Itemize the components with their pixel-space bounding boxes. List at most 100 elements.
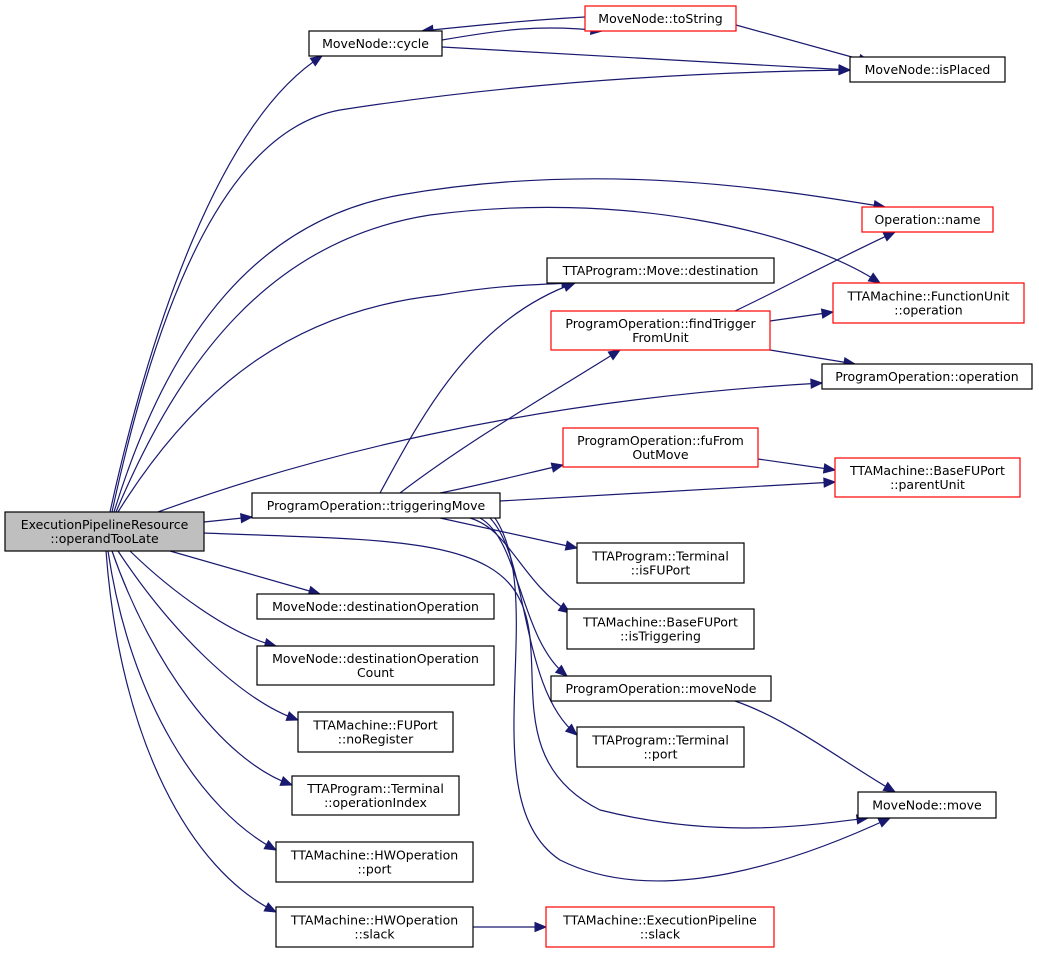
- node-label: MoveNode::move: [872, 798, 982, 813]
- node-box: [308, 30, 443, 57]
- nodes-layer: ExecutionPipelineResource::operandTooLat…: [4, 5, 1033, 948]
- edge-line: [129, 550, 277, 647]
- edge-n11-to-n9: [439, 462, 565, 494]
- graph-node-n11[interactable]: ProgramOperation::triggeringMove: [251, 492, 501, 519]
- arrow-head-icon: [550, 462, 565, 473]
- graph-node-n10[interactable]: TTAMachine::BaseFUPort::parentUnit: [834, 457, 1021, 498]
- node-box: [256, 645, 495, 686]
- edge-line: [111, 550, 293, 786]
- edges-layer: [105, 16, 897, 933]
- node-box: [834, 457, 1021, 498]
- node-box: [576, 542, 745, 584]
- arrow-head-icon: [820, 308, 835, 319]
- graph-node-n16[interactable]: ProgramOperation::moveNode: [550, 675, 772, 702]
- node-box: [546, 257, 775, 284]
- edge-line: [489, 517, 578, 736]
- graph-node-n19[interactable]: TTAProgram::Terminal::operationIndex: [291, 775, 460, 816]
- graph-node-n18[interactable]: TTAProgram::Terminal::port: [576, 726, 745, 768]
- edge-n0-to-n22: [105, 550, 278, 913]
- graph-node-n3[interactable]: MoveNode::isPlaced: [849, 56, 1006, 83]
- graph-node-n8[interactable]: ProgramOperation::operation: [821, 363, 1033, 390]
- edge-n11-to-n5: [379, 282, 577, 494]
- node-label: ::port: [643, 747, 677, 762]
- graph-node-n6[interactable]: TTAMachine::FunctionUnit::operation: [832, 282, 1025, 324]
- edge-line: [379, 282, 576, 494]
- graph-node-n20[interactable]: MoveNode::move: [857, 791, 997, 819]
- graph-node-n5[interactable]: TTAProgram::Move::destination: [546, 257, 775, 284]
- node-label: ::noRegister: [338, 732, 414, 747]
- edge-line: [117, 282, 574, 513]
- node-label: TTAProgram::Terminal: [306, 781, 444, 796]
- graph-node-n23[interactable]: TTAMachine::ExecutionPipeline::slack: [545, 906, 775, 948]
- edge-line: [441, 27, 603, 41]
- arrow-head-icon: [534, 921, 548, 933]
- node-label: ProgramOperation::findTrigger: [565, 316, 756, 331]
- node-label: TTAProgram::Terminal: [591, 733, 729, 748]
- edge-n0-to-n17: [117, 550, 300, 721]
- arrow-head-icon: [263, 839, 278, 851]
- edge-n1-to-n2: [441, 24, 604, 41]
- arrow-head-icon: [564, 723, 579, 736]
- edge-n11-to-n10: [499, 477, 837, 502]
- edge-n11-to-n20: [494, 517, 892, 882]
- node-label: FromUnit: [632, 330, 689, 345]
- edge-n2-to-n1: [420, 16, 586, 36]
- node-label: TTAMachine::FUPort: [312, 718, 438, 733]
- graph-node-n1[interactable]: MoveNode::cycle: [308, 30, 443, 57]
- edge-n0-to-n14: [169, 550, 322, 596]
- node-label: ::operationIndex: [324, 795, 427, 810]
- graph-node-n14[interactable]: MoveNode::destinationOperation: [256, 593, 495, 620]
- node-label: ::port: [357, 862, 391, 877]
- node-box: [562, 427, 759, 468]
- node-label: ::operandTooLate: [50, 531, 159, 546]
- edge-n22-to-n23: [473, 921, 548, 933]
- graph-node-n4[interactable]: Operation::name: [861, 206, 994, 233]
- edge-line: [115, 206, 881, 513]
- node-label: MoveNode::toString: [598, 11, 722, 26]
- node-box: [821, 363, 1033, 390]
- edge-n0-to-n5: [117, 278, 575, 513]
- arrow-head-icon: [882, 781, 897, 793]
- node-label: TTAProgram::Move::destination: [562, 263, 759, 278]
- edge-line: [439, 464, 564, 494]
- arrow-head-icon: [810, 378, 824, 389]
- node-box: [251, 492, 501, 519]
- arrow-head-icon: [838, 64, 852, 75]
- node-label: TTAProgram::Terminal: [591, 549, 729, 564]
- edge-line: [499, 481, 836, 502]
- graph-node-n12[interactable]: TTAProgram::Terminal::isFUPort: [576, 542, 745, 584]
- node-box: [832, 282, 1025, 324]
- edge-line: [441, 46, 851, 71]
- edge-line: [769, 349, 856, 365]
- edge-line: [111, 69, 851, 513]
- arrow-head-icon: [867, 272, 882, 284]
- node-box: [861, 206, 994, 233]
- graph-node-n17[interactable]: TTAMachine::FUPort::noRegister: [297, 711, 454, 753]
- edge-n7-to-n6: [769, 308, 835, 322]
- edge-line: [479, 517, 568, 677]
- node-box: [545, 906, 775, 948]
- arrow-head-icon: [285, 711, 300, 721]
- graph-node-n2[interactable]: MoveNode::toString: [584, 5, 737, 32]
- edge-n11-to-n18: [489, 517, 579, 736]
- node-label: TTAMachine::ExecutionPipeline: [562, 913, 757, 928]
- node-label: ::slack: [640, 927, 681, 942]
- node-label: ::isTriggering: [620, 629, 701, 644]
- node-label: ProgramOperation::fuFrom: [577, 433, 744, 448]
- graph-node-n22[interactable]: TTAMachine::HWOperation::slack: [275, 906, 474, 948]
- edge-n11-to-n7: [399, 349, 622, 494]
- node-label: ::parentUnit: [890, 477, 965, 492]
- node-box: [256, 593, 495, 620]
- edge-n16-to-n20: [734, 700, 897, 793]
- node-box: [275, 906, 474, 948]
- node-label: MoveNode::destinationOperation: [272, 651, 479, 666]
- arrow-head-icon: [564, 540, 579, 551]
- graph-node-n13[interactable]: TTAMachine::BaseFUPort::isTriggering: [566, 608, 755, 650]
- graph-node-n21[interactable]: TTAMachine::HWOperation::port: [275, 841, 474, 883]
- edge-n0-to-n8: [157, 378, 824, 513]
- arrow-head-icon: [240, 512, 254, 524]
